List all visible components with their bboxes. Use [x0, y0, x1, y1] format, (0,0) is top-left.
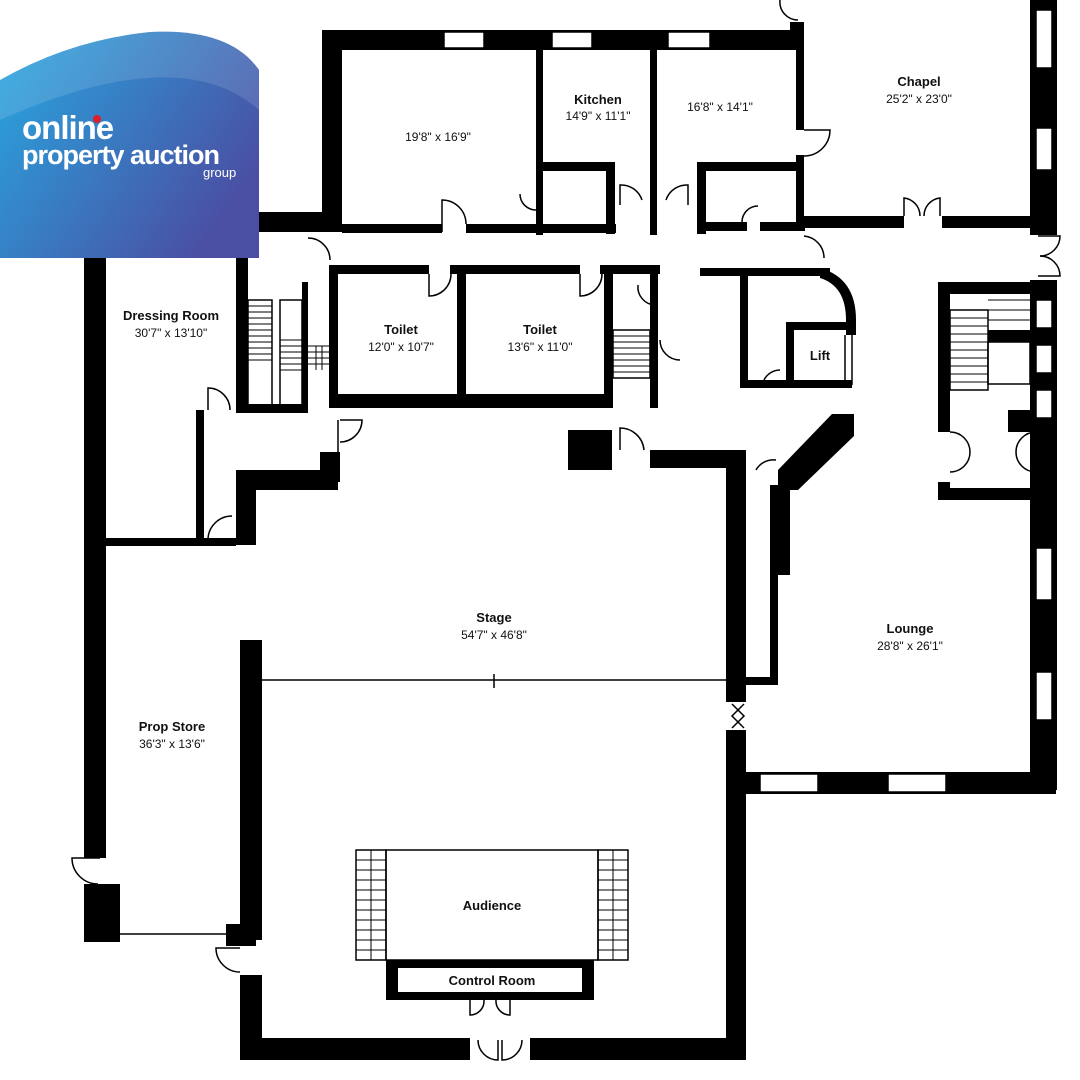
- toilet-1-label: Toilet: [384, 322, 418, 337]
- room-a-dimensions: 19'8" x 16'9": [405, 130, 471, 144]
- stage-dimensions: 54'7" x 46'8": [461, 628, 527, 642]
- windows: [443, 9, 1053, 793]
- kitchen-dimensions: 14'9" x 11'1": [566, 109, 631, 123]
- room-labels: 19'8" x 16'9" Kitchen 14'9" x 11'1" 16'8…: [123, 74, 952, 988]
- brand-logo: online property auction group: [0, 0, 259, 258]
- logo-red-dot: [93, 115, 101, 123]
- lift-label: Lift: [810, 348, 831, 363]
- lounge-label: Lounge: [887, 621, 934, 636]
- dressing-room-label: Dressing Room: [123, 308, 219, 323]
- stairs: [247, 299, 1031, 961]
- walls: [84, 0, 1057, 1060]
- audience-label: Audience: [463, 898, 522, 913]
- dressing-room-dimensions: 30'7" x 13'10": [135, 326, 208, 340]
- control-room-label: Control Room: [449, 973, 536, 988]
- logo-text-property-auction: property auction: [22, 140, 220, 170]
- lounge-dimensions: 28'8" x 26'1": [877, 639, 943, 653]
- prop-store-label: Prop Store: [139, 719, 205, 734]
- doors: [71, 0, 1061, 1061]
- logo-background: [0, 31, 259, 258]
- room-b-dimensions: 16'8" x 14'1": [687, 100, 753, 114]
- toilet-2-label: Toilet: [523, 322, 557, 337]
- prop-store-dimensions: 36'3" x 13'6": [139, 737, 205, 751]
- toilet-2-dimensions: 13'6" x 11'0": [508, 340, 573, 354]
- stage-label: Stage: [476, 610, 511, 625]
- chapel-label: Chapel: [897, 74, 940, 89]
- logo-text-group: group: [203, 165, 237, 180]
- kitchen-label: Kitchen: [574, 92, 622, 107]
- chapel-dimensions: 25'2" x 23'0": [886, 92, 952, 106]
- toilet-1-dimensions: 12'0" x 10'7": [368, 340, 434, 354]
